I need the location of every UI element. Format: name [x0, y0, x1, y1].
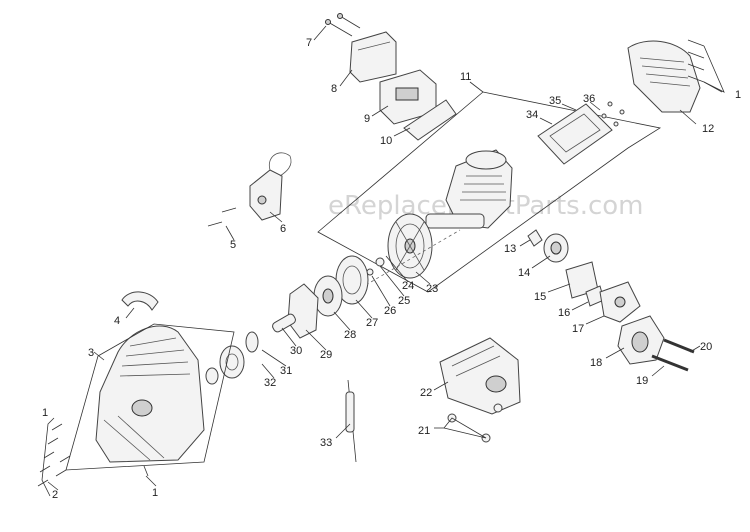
callout-14: 14: [518, 267, 530, 279]
callout-23: 23: [426, 283, 438, 295]
housing-group-outline: [65, 323, 235, 471]
intake-part: [543, 233, 569, 263]
callout-28: 28: [344, 329, 356, 341]
rod-part: [651, 338, 695, 372]
callout-31: 31: [280, 365, 292, 377]
clutch-drum-part: [313, 275, 343, 317]
callout-1-top-right: 1: [735, 89, 741, 101]
bearing-part: [219, 345, 245, 379]
seal-part: [205, 367, 219, 385]
starter-handle-part: [121, 291, 159, 311]
callout-7: 7: [306, 37, 312, 49]
callout-22: 22: [420, 387, 432, 399]
callout-36: 36: [583, 93, 595, 105]
callout-26: 26: [384, 305, 396, 317]
carburetor-assembly-part: [439, 337, 521, 415]
filter-plate-part: [403, 99, 457, 141]
ignition-coil-part: [249, 152, 292, 221]
fuel-tank-part: [617, 315, 665, 365]
callout-13: 13: [504, 243, 516, 255]
gasket-part: [537, 101, 625, 165]
bolts-part: [325, 13, 361, 37]
engine-shroud-part: [627, 40, 701, 113]
callout-21: 21: [418, 425, 430, 437]
callout-30: 30: [290, 345, 302, 357]
clutch-housing-part: [287, 283, 319, 339]
carburetor-part: [599, 281, 641, 323]
gasket-13-part: [527, 229, 543, 247]
callout-8: 8: [331, 83, 337, 95]
callout-35: 35: [549, 95, 561, 107]
callout-25: 25: [398, 295, 410, 307]
flywheel-part: [387, 213, 433, 279]
callout-34: 34: [526, 109, 538, 121]
callout-16: 16: [558, 307, 570, 319]
washer-part: [245, 331, 259, 353]
callout-labels: 7 8 9 10 11 34 35 36 12 1 6 5 4 3 32 31 …: [42, 37, 741, 501]
callout-32: 32: [264, 377, 276, 389]
callout-3: 3: [88, 347, 94, 359]
carburetor-mount-part: [443, 403, 503, 443]
flywheel-hardware: [339, 229, 461, 301]
coil-screws-part: [207, 207, 237, 227]
callout-11: 11: [460, 71, 471, 83]
bushing-part: [272, 313, 296, 333]
callout-10: 10: [380, 135, 392, 147]
callout-19: 19: [636, 375, 648, 387]
starter-rope-part: [345, 379, 357, 463]
callout-27: 27: [366, 317, 378, 329]
engine-housing-part: [95, 325, 205, 463]
callout-17: 17: [572, 323, 584, 335]
callout-24: 24: [402, 280, 414, 292]
callout-1-bottom: 1: [152, 487, 158, 499]
callout-20: 20: [700, 341, 712, 353]
engine-cylinder-part: [425, 149, 513, 229]
callout-6: 6: [280, 223, 286, 235]
callout-2: 2: [52, 489, 58, 501]
air-filter-cover-part: [349, 31, 397, 83]
callout-33: 33: [320, 437, 332, 449]
callout-12: 12: [702, 123, 714, 135]
callout-4: 4: [114, 315, 120, 327]
callout-15: 15: [534, 291, 546, 303]
callout-29: 29: [320, 349, 332, 361]
callout-1-left: 1: [42, 407, 48, 419]
leader-lines: [47, 25, 723, 491]
engine-assembly-outline: [317, 91, 662, 293]
callout-5: 5: [230, 239, 236, 251]
callout-9: 9: [364, 113, 370, 125]
callout-18: 18: [590, 357, 602, 369]
housing-screws-part: [37, 417, 149, 497]
